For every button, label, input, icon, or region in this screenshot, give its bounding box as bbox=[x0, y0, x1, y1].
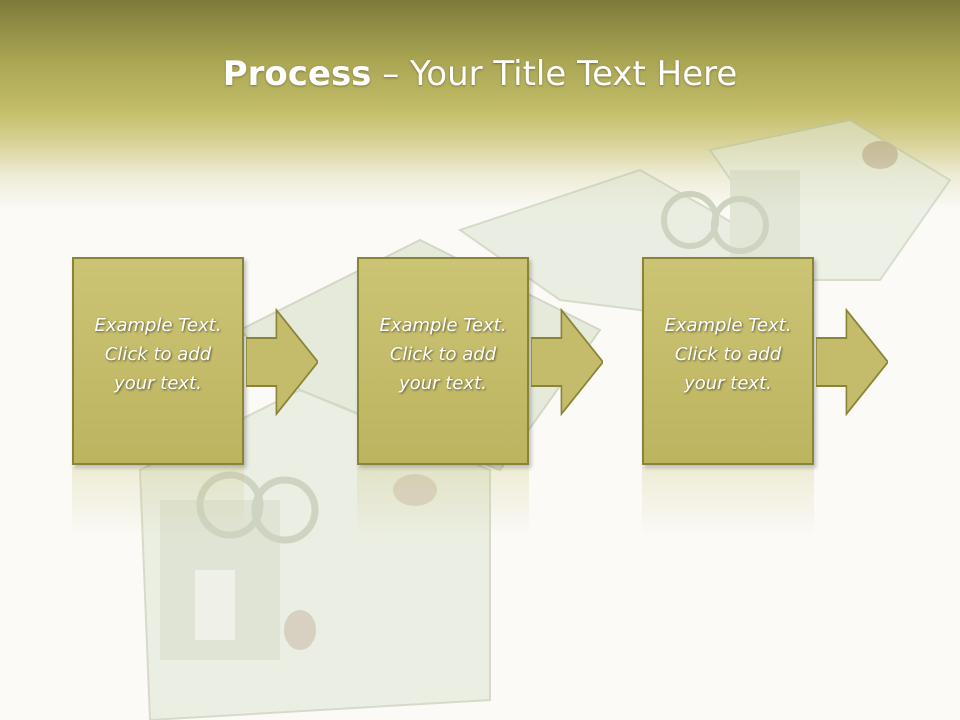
process-step-3-text: Example Text. Click to add your text. bbox=[644, 311, 812, 398]
title-rest-text: – Your Title Text Here bbox=[371, 54, 738, 94]
step-1-reflection bbox=[72, 467, 244, 537]
process-step-1-text: Example Text. Click to add your text. bbox=[74, 311, 242, 398]
process-step-1-box[interactable]: Example Text. Click to add your text. bbox=[72, 257, 244, 465]
step-2-reflection bbox=[357, 467, 529, 537]
process-step-3-box[interactable]: Example Text. Click to add your text. bbox=[642, 257, 814, 465]
title-bold-text: Process bbox=[222, 54, 372, 94]
arrow-right-icon bbox=[531, 308, 603, 416]
step-text-line: your text. bbox=[114, 373, 202, 394]
step-text-line: Example Text. bbox=[94, 315, 222, 336]
process-step-2-text: Example Text. Click to add your text. bbox=[359, 311, 527, 398]
step-text-line: Click to add bbox=[674, 344, 782, 365]
step-text-line: Example Text. bbox=[379, 315, 507, 336]
step-text-line: Example Text. bbox=[664, 315, 792, 336]
arrow-right-icon bbox=[816, 308, 888, 416]
step-text-line: Click to add bbox=[104, 344, 212, 365]
step-3-reflection bbox=[642, 467, 814, 537]
step-text-line: your text. bbox=[684, 373, 772, 394]
arrow-right-icon bbox=[246, 308, 318, 416]
page-title[interactable]: Process – Your Title Text Here bbox=[0, 52, 960, 96]
step-text-line: Click to add bbox=[389, 344, 497, 365]
step-text-line: your text. bbox=[399, 373, 487, 394]
process-step-2-box[interactable]: Example Text. Click to add your text. bbox=[357, 257, 529, 465]
